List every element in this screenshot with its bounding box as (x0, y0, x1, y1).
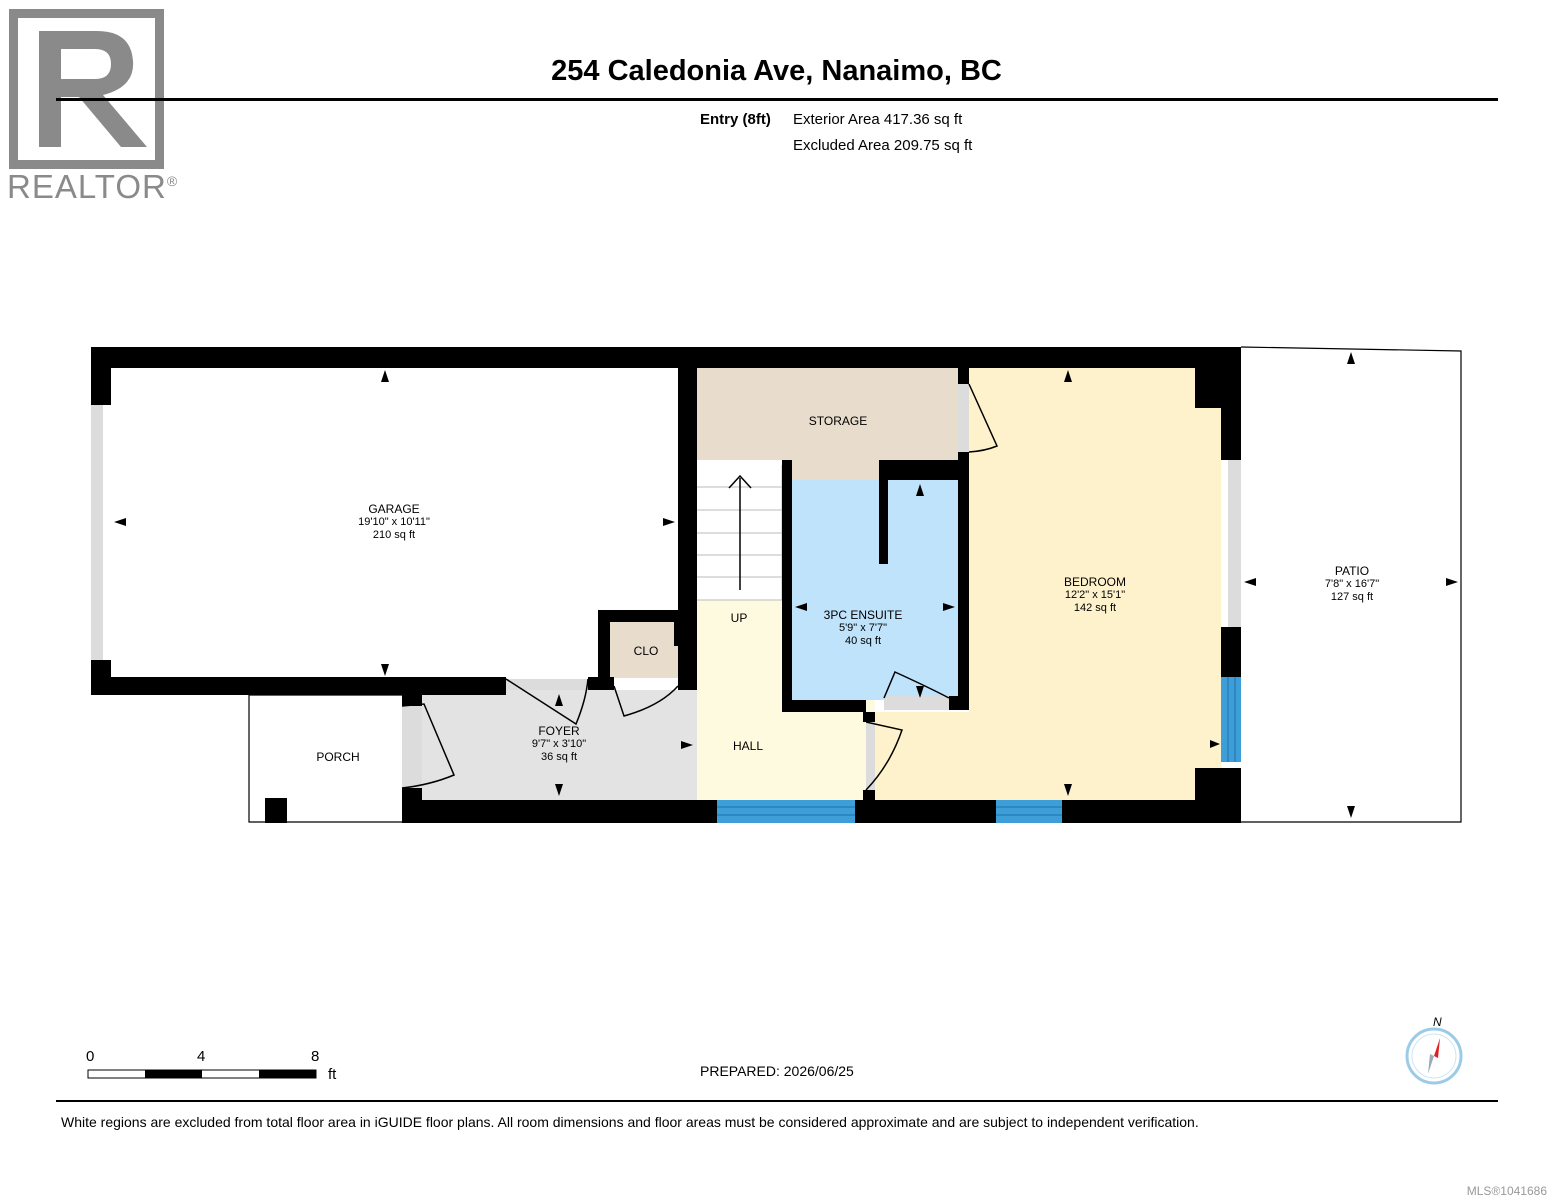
exterior-outlines (248, 346, 1462, 823)
bedroom-fill (875, 368, 1221, 800)
scale-tick-8: 8 (311, 1048, 320, 1065)
openings (91, 384, 1241, 790)
walls (91, 347, 1241, 823)
room-label-porch: PORCH (316, 750, 360, 764)
room-label-up: UP (730, 611, 748, 625)
floor-label: Entry (8ft) (700, 111, 771, 128)
scale-unit: ft (328, 1066, 337, 1083)
realtor-logo (9, 9, 164, 169)
room-label-clo: CLO (633, 644, 659, 658)
room-label-foyer: FOYER 9'7" x 3'10" 36 sq ft (531, 724, 587, 764)
scale-tick-4: 4 (197, 1048, 206, 1065)
scale-bar (87, 1069, 317, 1079)
room-label-ensuite: 3PC ENSUITE 5'9" x 7'7" 40 sq ft (823, 608, 903, 648)
exterior-area: Exterior Area 417.36 sq ft (793, 111, 963, 128)
compass-north-label: N (1433, 1015, 1442, 1029)
dimension-arrows (114, 352, 1458, 818)
page-title: 254 Caledonia Ave, Nanaimo, BC (551, 55, 1002, 87)
stair-arrow-head (728, 474, 752, 489)
foyer-fill (422, 690, 697, 800)
excluded-area: Excluded Area 209.75 sq ft (793, 137, 973, 154)
prepared-date: PREPARED: 2026/06/25 (700, 1063, 854, 1079)
hall-fill (697, 600, 792, 800)
windows (717, 677, 1241, 823)
room-label-bedroom: BEDROOM 12'2" x 15'1" 142 sq ft (1063, 575, 1127, 615)
realtor-r-logo (9, 9, 164, 169)
doors (401, 383, 999, 791)
room-label-hall: HALL (732, 739, 764, 753)
realtor-wordmark: REALTOR® (7, 168, 179, 205)
header-divider (56, 98, 1498, 101)
ensuite-fill (792, 480, 958, 700)
hall-fill-2 (792, 700, 875, 800)
compass-icon (1405, 1027, 1463, 1085)
clo-fill (610, 622, 682, 678)
room-label-storage: STORAGE (808, 414, 868, 428)
room-label-garage: GARAGE 19'10" x 10'11" 210 sq ft (358, 502, 430, 542)
footer-divider (56, 1100, 1498, 1102)
mls-number: MLS®1041686 (1466, 1184, 1547, 1198)
storage-fill (697, 368, 959, 460)
scale-tick-0: 0 (86, 1048, 95, 1065)
room-label-patio: PATIO 7'8" x 16'7" 127 sq ft (1324, 564, 1380, 604)
disclaimer-text: White regions are excluded from total fl… (61, 1114, 1199, 1130)
